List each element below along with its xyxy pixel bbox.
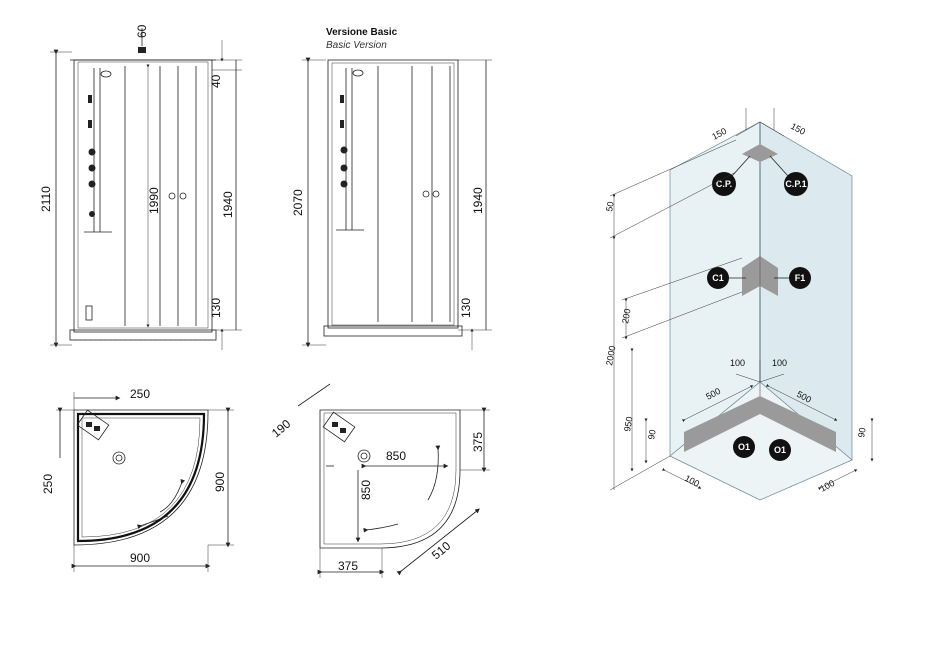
dim-top-60: 60 — [135, 24, 149, 38]
svg-text:C.P.1: C.P.1 — [785, 179, 806, 189]
basic-elevation: Versione Basic Basic Version 2070 1940 1… — [291, 27, 492, 350]
dim-side-top: 375 — [471, 432, 485, 452]
dim-depth: 900 — [213, 472, 227, 492]
dim-200: 200 — [620, 308, 632, 325]
jet-icon — [340, 146, 348, 154]
jet-icon — [88, 180, 96, 188]
cabin-frame — [73, 59, 213, 333]
rotation-arrow — [159, 478, 186, 513]
shower-head-icon — [100, 70, 112, 78]
rotation-arrow — [136, 515, 169, 530]
marker-c1: C1 — [707, 267, 746, 289]
dim-150-right: 150 — [789, 121, 807, 137]
svg-text:C.P.: C.P. — [716, 179, 732, 189]
dim-top-gap: 40 — [209, 74, 223, 88]
jet-icon — [88, 164, 96, 172]
marker-o1-right: O1 — [769, 439, 791, 461]
door-handle — [432, 190, 440, 198]
dim-inner-width: 850 — [386, 449, 406, 463]
shower-tray-basic — [323, 325, 463, 337]
iso-corner: C.P. C.P.1 C1 F1 O1 O1 — [604, 108, 874, 501]
rotation-arrow — [363, 523, 399, 533]
dim-base-100-right: 100 — [818, 478, 836, 494]
dim-drain-x: 250 — [130, 387, 150, 401]
dim-drain-y: 250 — [41, 474, 55, 494]
cabin-frame-basic — [327, 59, 459, 329]
rotation-arrow — [427, 445, 441, 501]
dim-bottom-gap-basic: 130 — [459, 298, 473, 318]
dim-width: 900 — [130, 551, 150, 565]
dim-50: 50 — [604, 201, 616, 213]
jet-icon — [88, 148, 96, 156]
marker-cp1: C.P.1 — [769, 155, 808, 196]
door-handle — [168, 192, 176, 200]
marker-o1-left: O1 — [733, 436, 755, 458]
dim-150-left: 150 — [710, 126, 728, 142]
dim-100-left: 100 — [730, 358, 745, 368]
dim-base-100-left: 100 — [683, 473, 701, 489]
front-elevation: 60 2110 1990 40 1940 130 — [39, 24, 242, 350]
plan-right: 190 850 850 375 375 510 — [269, 383, 490, 578]
dim-total-height-basic: 2070 — [291, 189, 305, 216]
zone-cp — [742, 144, 778, 162]
dim-total-height: 2110 — [39, 186, 53, 212]
dim-950: 950 — [622, 416, 634, 433]
marker-f1: F1 — [774, 267, 811, 289]
dim-door-height-basic: 1940 — [471, 187, 485, 214]
svg-text:O1: O1 — [738, 442, 750, 452]
dim-90-right: 90 — [856, 427, 868, 439]
title-version-it: Versione Basic — [326, 27, 398, 38]
shower-head-icon — [352, 69, 364, 77]
tray-outline — [73, 409, 209, 546]
dim-bottom-gap: 130 — [209, 298, 223, 318]
jet-icon — [340, 180, 348, 188]
jet-icon — [340, 164, 348, 172]
dim-door-height: 1940 — [221, 191, 235, 218]
dim-100-right: 100 — [772, 358, 787, 368]
dim-90-left: 90 — [646, 429, 658, 441]
door-handle — [179, 192, 187, 200]
jet-icon — [89, 211, 95, 217]
dim-inner-height: 1990 — [147, 187, 161, 214]
title-version-en: Basic Version — [326, 40, 387, 51]
dim-diagonal: 190 — [269, 416, 294, 440]
svg-text:O1: O1 — [774, 445, 786, 455]
svg-text:C1: C1 — [712, 273, 724, 283]
drain-icon — [357, 449, 371, 463]
dim-2000: 2000 — [604, 345, 617, 366]
svg-text:F1: F1 — [795, 273, 806, 283]
dim-entry: 510 — [429, 538, 454, 562]
dim-inner-depth: 850 — [359, 480, 373, 500]
dim-side-bottom: 375 — [338, 559, 358, 573]
door-handle — [422, 190, 430, 198]
shower-tray — [69, 329, 217, 341]
plan-left: 250 250 900 900 — [41, 387, 234, 572]
drain-icon — [112, 451, 126, 465]
